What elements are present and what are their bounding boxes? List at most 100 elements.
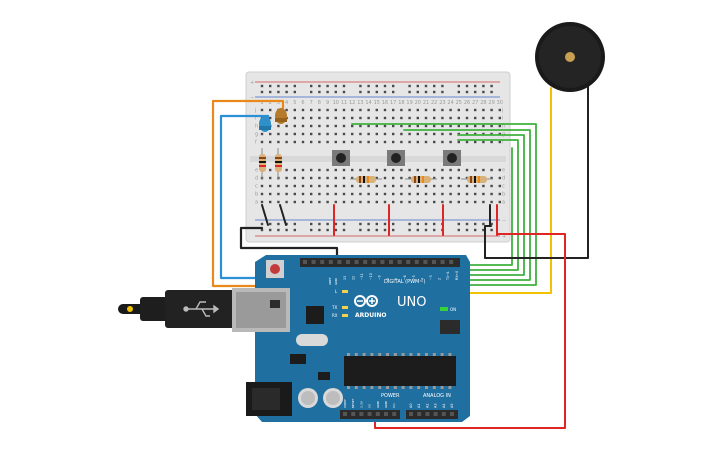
terminal-hole[interactable] — [342, 184, 346, 188]
terminal-hole[interactable] — [457, 192, 460, 196]
rail-hole[interactable] — [260, 90, 264, 94]
terminal-hole[interactable] — [449, 192, 452, 196]
terminal-hole[interactable] — [392, 200, 395, 204]
terminal-hole[interactable] — [498, 176, 501, 180]
terminal-hole[interactable] — [433, 132, 436, 136]
terminal-hole[interactable] — [400, 168, 403, 172]
rail-hole[interactable] — [367, 228, 370, 232]
terminal-hole[interactable] — [310, 168, 313, 172]
rail-hole[interactable] — [277, 84, 280, 88]
terminal-hole[interactable] — [260, 184, 264, 188]
rail-hole[interactable] — [424, 90, 428, 94]
terminal-hole[interactable] — [351, 168, 354, 172]
terminal-hole[interactable] — [441, 176, 444, 180]
pushbutton-3[interactable] — [443, 150, 461, 166]
terminal-hole[interactable] — [277, 184, 280, 188]
rail-hole[interactable] — [293, 228, 296, 232]
rail-hole[interactable] — [367, 90, 370, 94]
rail-hole[interactable] — [482, 222, 485, 226]
terminal-hole[interactable] — [301, 140, 305, 144]
terminal-hole[interactable] — [351, 116, 354, 120]
terminal-hole[interactable] — [498, 168, 501, 172]
rail-hole[interactable] — [408, 90, 411, 94]
terminal-hole[interactable] — [383, 184, 387, 188]
terminal-hole[interactable] — [359, 200, 362, 204]
terminal-hole[interactable] — [269, 176, 272, 180]
red-power-wire[interactable] — [374, 233, 566, 429]
rail-hole[interactable] — [457, 90, 460, 94]
rail-hole[interactable] — [318, 84, 321, 88]
terminal-hole[interactable] — [433, 176, 436, 180]
terminal-hole[interactable] — [277, 200, 280, 204]
terminal-hole[interactable] — [408, 168, 411, 172]
rail-hole[interactable] — [334, 84, 337, 88]
terminal-hole[interactable] — [474, 108, 477, 112]
blue-led[interactable] — [259, 116, 271, 132]
rail-hole[interactable] — [457, 222, 460, 226]
rail-hole[interactable] — [441, 90, 444, 94]
terminal-hole[interactable] — [424, 108, 428, 112]
rail-hole[interactable] — [408, 222, 411, 226]
terminal-hole[interactable] — [383, 124, 387, 128]
rail-hole[interactable] — [490, 84, 493, 88]
terminal-hole[interactable] — [334, 176, 337, 180]
header-pin[interactable] — [397, 260, 402, 264]
header-pin[interactable] — [449, 260, 454, 264]
header-pin[interactable] — [337, 260, 342, 264]
terminal-hole[interactable] — [326, 192, 329, 196]
terminal-hole[interactable] — [277, 124, 280, 128]
terminal-hole[interactable] — [474, 192, 477, 196]
terminal-hole[interactable] — [351, 200, 354, 204]
terminal-hole[interactable] — [482, 132, 485, 136]
rail-hole[interactable] — [277, 222, 280, 226]
header-pin[interactable] — [363, 260, 368, 264]
terminal-hole[interactable] — [457, 124, 460, 128]
terminal-hole[interactable] — [293, 108, 296, 112]
terminal-hole[interactable] — [326, 124, 329, 128]
rail-hole[interactable] — [342, 84, 346, 88]
terminal-hole[interactable] — [318, 192, 321, 196]
terminal-hole[interactable] — [474, 132, 477, 136]
rail-hole[interactable] — [359, 84, 362, 88]
terminal-hole[interactable] — [334, 108, 337, 112]
terminal-hole[interactable] — [375, 124, 378, 128]
rail-hole[interactable] — [285, 84, 288, 88]
header-pin[interactable] — [346, 260, 350, 264]
terminal-hole[interactable] — [465, 116, 469, 120]
header-pin[interactable] — [343, 412, 347, 416]
header-pin[interactable] — [409, 412, 413, 416]
header-pin[interactable] — [414, 260, 419, 264]
terminal-hole[interactable] — [465, 192, 469, 196]
terminal-hole[interactable] — [457, 108, 460, 112]
arduino-uno[interactable]: UNO ARDUINO DIGITAL (PWM~) POWER ANALOG … — [232, 255, 470, 422]
header-pin[interactable] — [303, 260, 307, 264]
terminal-hole[interactable] — [457, 116, 460, 120]
terminal-hole[interactable] — [498, 132, 501, 136]
terminal-hole[interactable] — [301, 124, 305, 128]
rail-hole[interactable] — [260, 84, 264, 88]
terminal-hole[interactable] — [465, 184, 469, 188]
terminal-hole[interactable] — [375, 200, 378, 204]
header-pin[interactable] — [371, 260, 376, 264]
rail-hole[interactable] — [433, 228, 436, 232]
terminal-hole[interactable] — [326, 132, 329, 136]
terminal-hole[interactable] — [457, 168, 460, 172]
terminal-hole[interactable] — [465, 176, 469, 180]
rail-hole[interactable] — [392, 90, 395, 94]
terminal-hole[interactable] — [285, 200, 288, 204]
terminal-hole[interactable] — [318, 140, 321, 144]
terminal-hole[interactable] — [408, 132, 411, 136]
rail-hole[interactable] — [318, 222, 321, 226]
terminal-hole[interactable] — [482, 200, 485, 204]
terminal-hole[interactable] — [416, 132, 419, 136]
rail-hole[interactable] — [392, 84, 395, 88]
rail-hole[interactable] — [433, 222, 436, 226]
rail-hole[interactable] — [416, 228, 419, 232]
rail-hole[interactable] — [416, 90, 419, 94]
terminal-hole[interactable] — [482, 108, 485, 112]
terminal-hole[interactable] — [342, 176, 346, 180]
rail-hole[interactable] — [465, 84, 469, 88]
header-pin[interactable] — [311, 260, 316, 264]
header-pin[interactable] — [359, 412, 364, 416]
rail-hole[interactable] — [367, 84, 370, 88]
